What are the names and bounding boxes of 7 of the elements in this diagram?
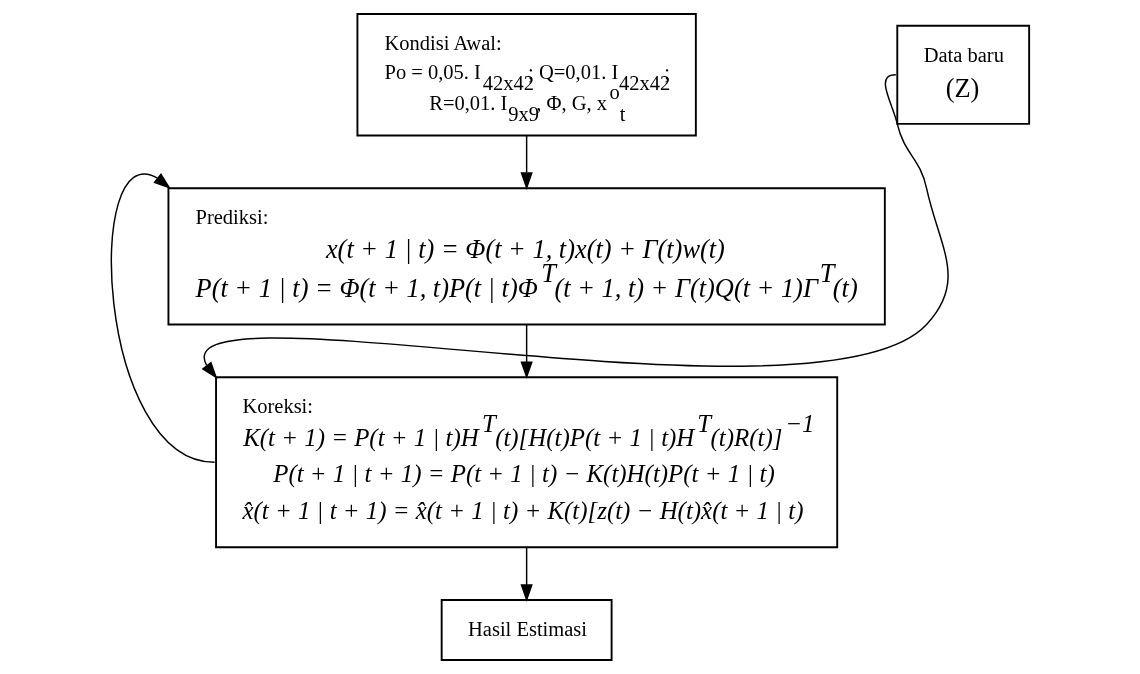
arrow bbox=[201, 74, 949, 380]
arrow bbox=[520, 546, 533, 602]
arrow bbox=[520, 135, 533, 190]
arrow bbox=[110, 173, 216, 463]
arrow bbox=[520, 324, 533, 380]
node-box: Data baru (Z) bbox=[896, 24, 1031, 125]
node-box: Hasil Estimasi bbox=[440, 599, 613, 661]
